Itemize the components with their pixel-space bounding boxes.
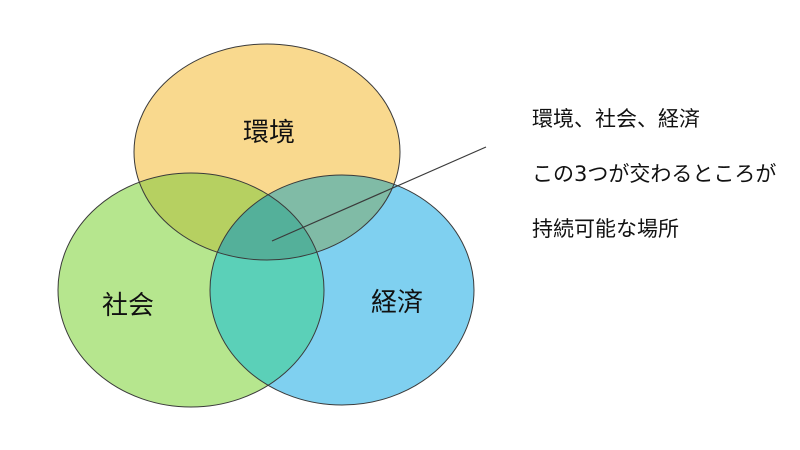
label-economy: 経済 — [371, 288, 423, 318]
overlap-center — [210, 175, 324, 260]
note-line-1: 環境、社会、経済 — [532, 107, 700, 131]
outline-society — [57, 172, 325, 408]
overlap-center-group-inner — [210, 175, 324, 260]
note-line-3: 持続可能な場所 — [532, 217, 679, 241]
outline-environment — [133, 43, 401, 261]
outline-economy — [209, 174, 475, 406]
pointer-line — [271, 146, 487, 242]
overlap-center-group-outer — [210, 175, 324, 260]
label-environment: 環境 — [243, 118, 295, 148]
note-line-2: この3つが交わるところが — [532, 162, 777, 186]
label-society: 社会 — [102, 291, 154, 321]
